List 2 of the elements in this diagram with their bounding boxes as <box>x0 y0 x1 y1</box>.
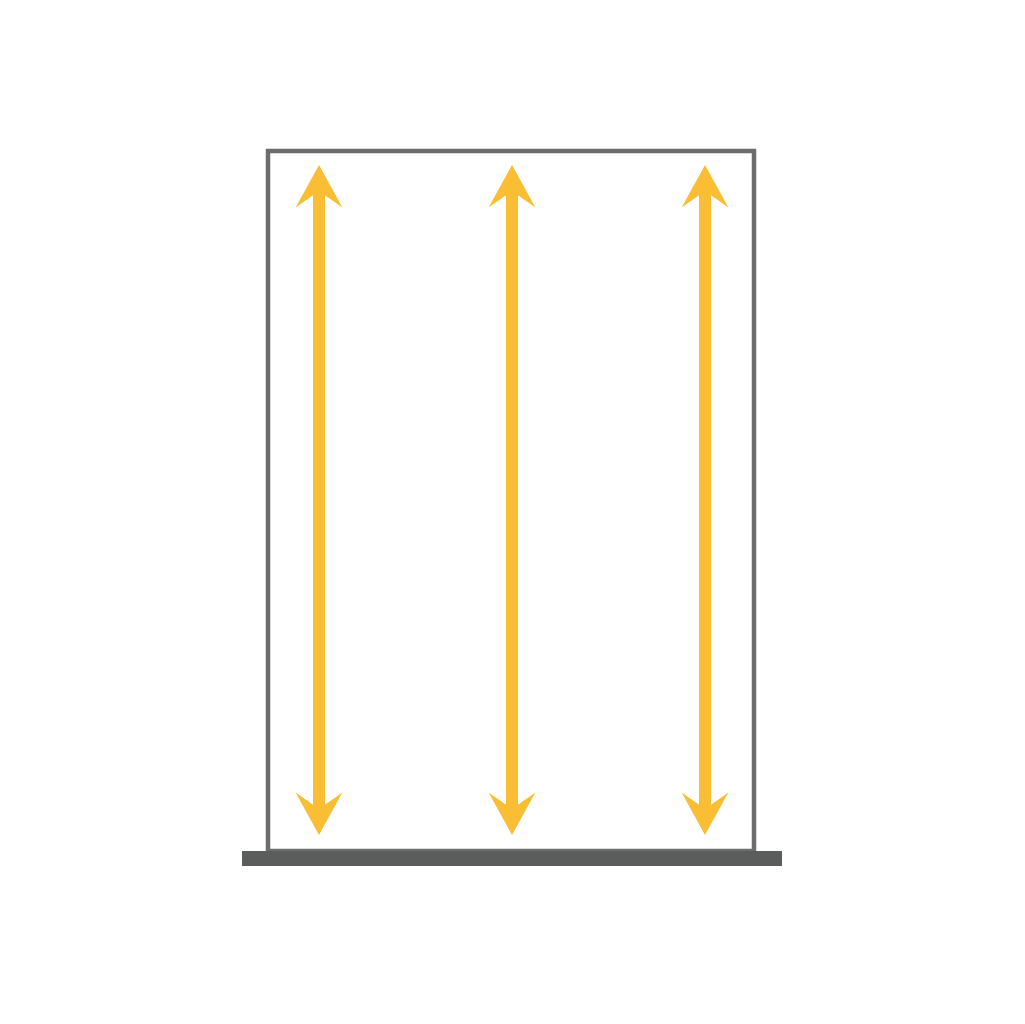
base-bar <box>242 851 782 866</box>
frame-box <box>265 148 757 854</box>
